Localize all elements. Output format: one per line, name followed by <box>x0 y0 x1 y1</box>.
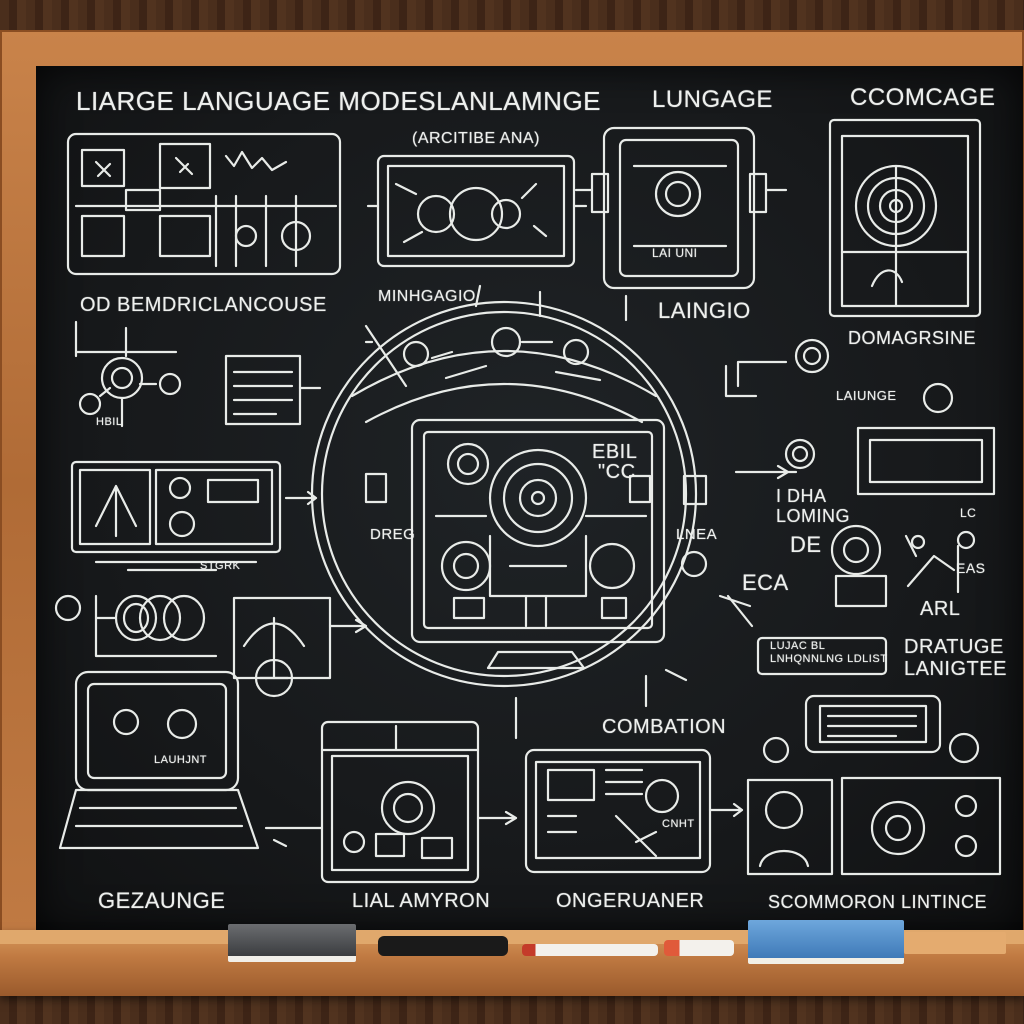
wood-block[interactable] <box>904 932 1006 954</box>
label-bemdric: OD BEMDRICLANCOUSE <box>80 294 327 316</box>
left-slides <box>70 460 282 572</box>
gray-book[interactable] <box>228 924 356 962</box>
label-architecture: (ARCITIBE ANA) <box>412 130 540 147</box>
left-node-diagram <box>74 320 322 428</box>
label-lc: LC <box>960 506 977 520</box>
label-minhgagio: MINHGAGIO <box>378 288 476 305</box>
label-dhna: I DHA LOMING <box>776 486 851 526</box>
label-domagrsine: DOMAGRSINE <box>848 328 977 348</box>
label-lungage: LUNGAGE <box>652 86 773 113</box>
label-eas: EAS <box>956 560 986 576</box>
tablet-device <box>574 126 788 290</box>
label-de: DE <box>790 532 822 557</box>
label-lai-uni: LAI UNI <box>652 246 698 260</box>
label-ongeruaner: ONGERUANER <box>556 890 705 912</box>
left-rings <box>54 594 332 698</box>
label-arl: ARL <box>920 598 961 620</box>
right-elements <box>664 338 996 682</box>
top-left-panel <box>66 132 342 276</box>
central-circle <box>310 300 708 688</box>
label-cnht: CNHT <box>662 818 695 830</box>
arrows <box>272 284 798 848</box>
label-scommoron: SCOMMORON LINTINCE <box>768 892 988 912</box>
architecture-panel <box>366 154 588 268</box>
bottom-right-panel <box>746 694 1002 876</box>
title: LIARGE LANGUAGE MODESLANLAMNGE <box>76 86 602 116</box>
label-lial-amyron: LIAL AMYRON <box>352 890 491 912</box>
radar-panel <box>828 118 982 318</box>
chalkboard: LIARGE LANGUAGE MODESLANLAMNGE LUNGAGE C… <box>36 66 1023 932</box>
label-lauhjnt: LAUHJNT <box>154 754 208 766</box>
label-lnea: LNEA <box>676 526 718 543</box>
label-hbil: HBIL <box>96 416 123 428</box>
label-ebil: EBIL "CC <box>592 441 638 483</box>
chalk-stick-red[interactable] <box>522 944 658 956</box>
chalk-stick-short[interactable] <box>664 940 734 956</box>
label-laingio: LAINGIO <box>658 298 751 323</box>
label-stgrk: STGRK <box>200 560 241 572</box>
label-lujac: LUJAC BL LNHQNNLNG LDLIST <box>770 640 888 665</box>
label-eca: ECA <box>742 570 789 595</box>
label-gezaunge: GEZAUNGE <box>98 888 226 913</box>
label-combation: COMBATION <box>602 716 727 738</box>
bottom-center-panel <box>320 720 712 884</box>
label-dreg: DREG <box>370 526 416 543</box>
label-ccomcage: CCOMCAGE <box>850 84 996 111</box>
chalk-drawing <box>54 118 1002 884</box>
label-laiunge: LAIUNGE <box>836 388 897 403</box>
label-drafuge: DRATUGE LANIGTEE <box>904 636 1007 680</box>
laptop <box>58 670 324 850</box>
black-marker[interactable] <box>378 936 508 956</box>
blue-book[interactable] <box>748 920 904 964</box>
